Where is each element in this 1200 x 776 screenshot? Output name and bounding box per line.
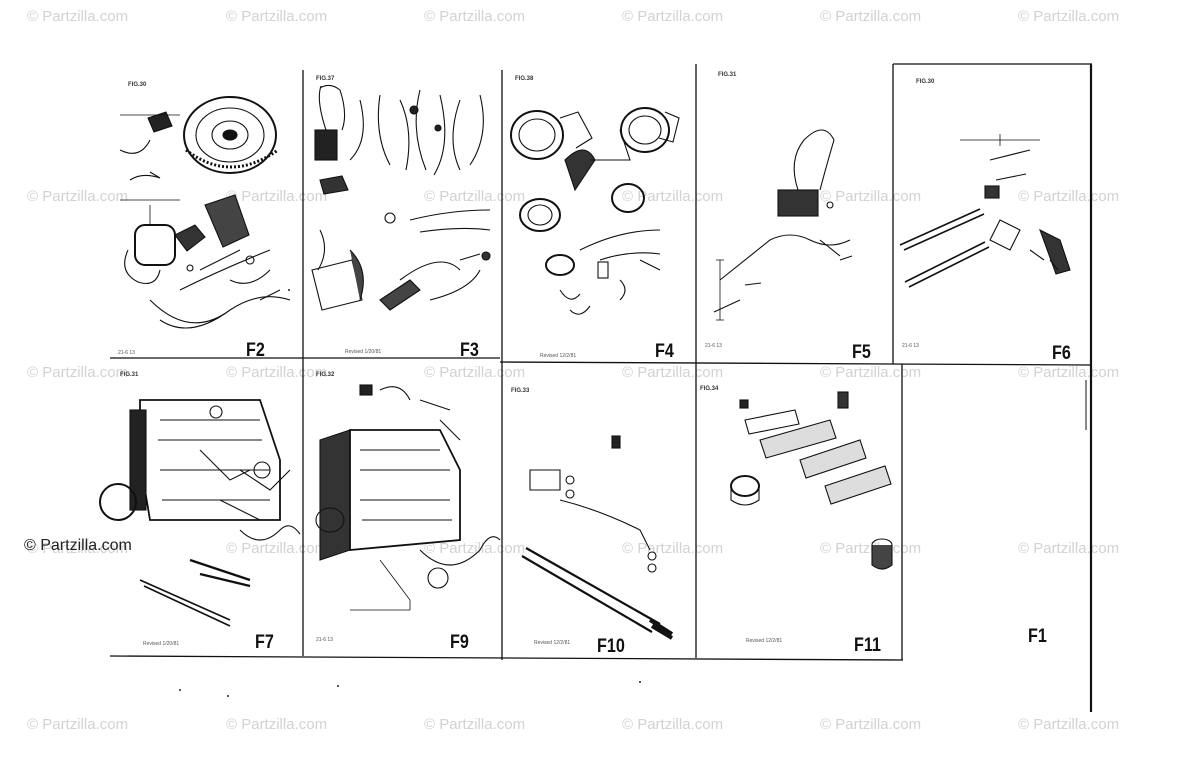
watermark-text: © Partzilla.com — [27, 8, 129, 25]
fig-label-f6: FIG.30 — [916, 79, 935, 85]
flywheel — [183, 96, 277, 174]
fig-label-f7: FIG.31 — [120, 372, 139, 378]
footer-f6: 21-6 13 — [902, 343, 919, 349]
panel-f7-drawing — [99, 399, 301, 627]
watermark-text: © Partzilla.com — [1018, 364, 1120, 381]
panel-grid-lines — [109, 63, 1093, 712]
fig-label-f3: FIG.37 — [316, 76, 335, 82]
watermark-text: © Partzilla.com — [1018, 716, 1120, 733]
watermark-text: © Partzilla.com — [27, 188, 129, 205]
watermark-text: © Partzilla.com — [820, 716, 922, 733]
watermark-text: © Partzilla.com — [1018, 8, 1120, 25]
gauge-2 — [620, 107, 670, 153]
panel-f10-drawing — [521, 435, 674, 640]
watermark-text: © Partzilla.com — [226, 540, 328, 557]
watermark-text: © Partzilla.com — [820, 8, 922, 25]
watermark-text: © Partzilla.com — [424, 540, 526, 557]
divider-h-bottom — [109, 655, 904, 661]
watermark-text: © Partzilla.com — [424, 188, 526, 205]
watermark-text: © Partzilla.com — [622, 8, 724, 25]
panel-label-f4: F4 — [655, 341, 674, 362]
panel-label-f7: F7 — [255, 632, 274, 653]
watermark-text: © Partzilla.com — [226, 364, 328, 381]
panel-label-f11: F11 — [854, 635, 881, 656]
watermark-text: © Partzilla.com — [424, 8, 526, 25]
watermark-text: © Partzilla.com — [820, 540, 922, 557]
watermark-text: © Partzilla.com — [622, 188, 724, 205]
fig-label-f5: FIG.31 — [718, 72, 737, 78]
panel-label-f6: F6 — [1052, 343, 1071, 364]
footer-f5: 21-6 13 — [705, 343, 722, 349]
panel-label-f10: F10 — [597, 636, 625, 657]
panel-f9-drawing — [315, 384, 501, 611]
watermark-text: © Partzilla.com — [27, 364, 129, 381]
watermark-text: © Partzilla.com — [1018, 540, 1120, 557]
watermark-text: © Partzilla.com — [1018, 188, 1120, 205]
watermark-dark-left: © Partzilla.com — [24, 537, 132, 554]
gauge-4 — [611, 183, 645, 213]
footer-f10: Revised 12/2/81 — [534, 640, 571, 646]
fig-label-f2: FIG.30 — [128, 82, 147, 88]
watermark-text: © Partzilla.com — [820, 364, 922, 381]
fig-label-f10: FIG.33 — [511, 388, 530, 394]
footer-f9: 21-6 13 — [316, 637, 333, 643]
fig-label-f9: FIG.32 — [316, 372, 335, 378]
watermark-text: © Partzilla.com — [27, 716, 129, 733]
starter-motor — [134, 224, 176, 266]
panel-label-f3: F3 — [460, 340, 479, 361]
panel-label-f9: F9 — [450, 632, 469, 653]
gauge-1 — [510, 110, 564, 160]
watermark-text: © Partzilla.com — [226, 716, 328, 733]
watermark-text: © Partzilla.com — [226, 188, 328, 205]
watermark-text: © Partzilla.com — [622, 364, 724, 381]
watermark-text: © Partzilla.com — [226, 8, 328, 25]
footer-f7: Revised 1/20/81 — [143, 641, 180, 647]
watermark-text: © Partzilla.com — [622, 716, 724, 733]
panel-f11-drawing — [730, 391, 893, 570]
footer-f11: Revised 12/2/81 — [746, 638, 783, 644]
divider-h-mid-b — [499, 361, 1093, 366]
watermark-text: © Partzilla.com — [424, 716, 526, 733]
panel-f6-drawing — [899, 134, 1071, 288]
fig-label-f11: FIG.34 — [700, 386, 719, 392]
panel-f4-drawing — [510, 107, 680, 315]
panel-label-f1: F1 — [1028, 626, 1047, 647]
watermark-text: © Partzilla.com — [820, 188, 922, 205]
panel-f3-drawing — [311, 84, 491, 311]
control-handle-knob — [99, 483, 137, 521]
specks — [179, 289, 641, 697]
footer-f2: 21-6 13 — [118, 350, 135, 356]
gauge-3 — [519, 198, 561, 232]
panel-label-f2: F2 — [246, 340, 265, 361]
panel-label-f5: F5 — [852, 342, 871, 363]
watermark-text: © Partzilla.com — [424, 364, 526, 381]
fig-label-f4: FIG.38 — [515, 76, 534, 82]
panel-f2-drawing — [119, 96, 291, 329]
watermark-text: © Partzilla.com — [27, 540, 129, 557]
footer-f4: Revised 12/2/81 — [540, 353, 577, 359]
panel-f5-drawing — [713, 129, 853, 321]
footer-f3: Revised 1/20/81 — [345, 349, 382, 355]
